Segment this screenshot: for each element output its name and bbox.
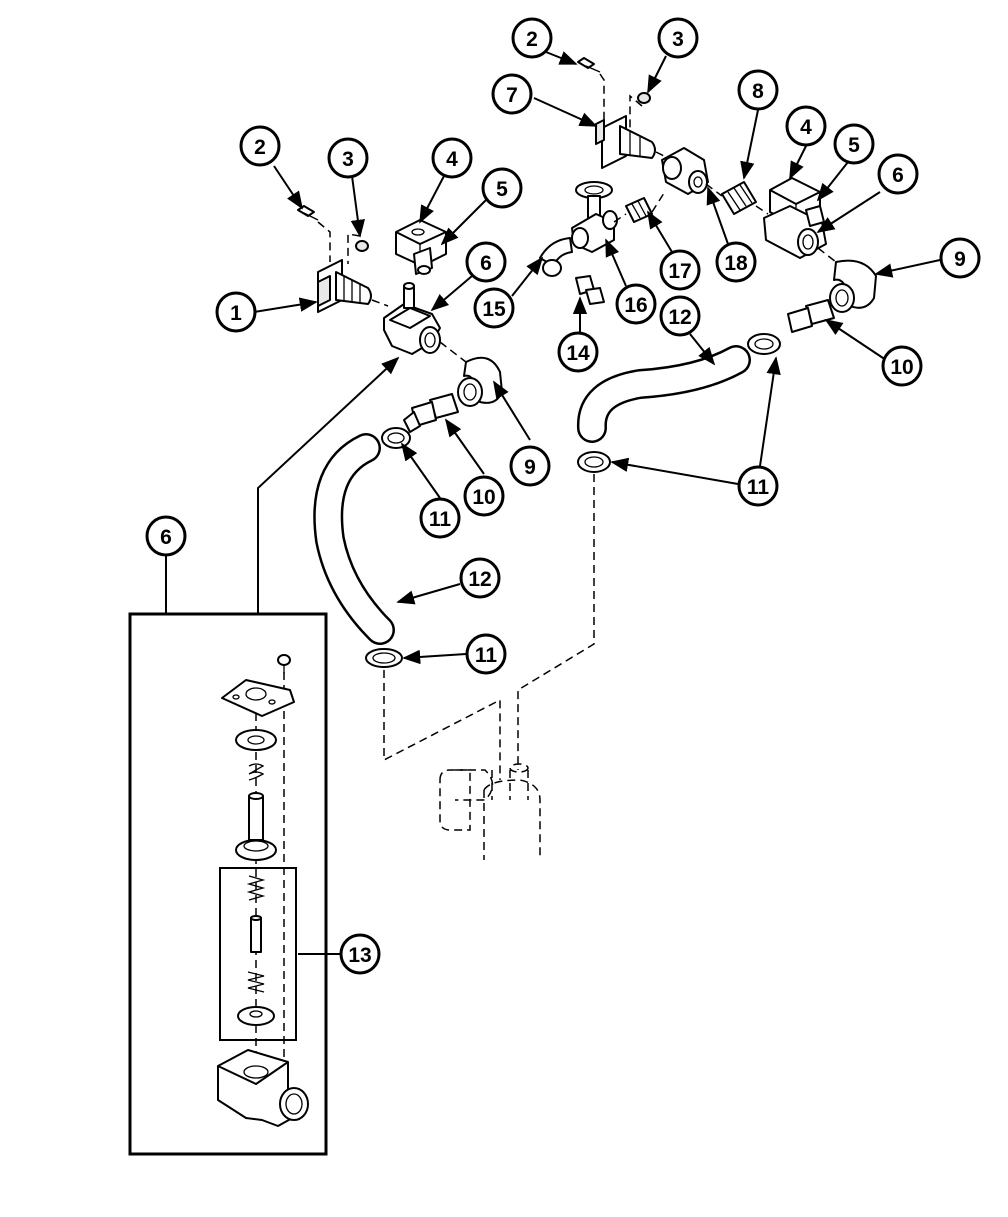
detail-kit-disc [237,1006,275,1026]
svg-text:12: 12 [468,568,491,591]
callout-16: 16 [615,283,657,325]
callout-4-right: 4 [785,105,827,147]
callout-2-left: 2 [239,125,281,167]
svg-text:13: 13 [348,944,371,967]
leader-lines [165,51,941,955]
detail-small-spring [248,763,265,781]
clamp-part-11-left-bottom [365,648,403,668]
elbow-part-15 [539,237,573,277]
callout-10-right: 10 [881,345,923,387]
detail-screw [277,654,291,674]
svg-text:2: 2 [254,136,266,159]
svg-text:6: 6 [892,164,904,187]
svg-text:6: 6 [480,252,492,275]
callout-11-left-top: 11 [419,497,461,539]
shutoff-valve-part-16 [571,181,618,253]
bracket-part-7 [595,115,656,169]
callout-18: 18 [715,241,757,283]
valve-body-part-6-left [383,282,441,355]
callout-7: 7 [491,73,533,115]
callout-10-left: 10 [463,475,505,517]
clamp-part-11-right-bottom [577,451,611,473]
detail-kit-pin [250,915,262,953]
nipple-part-17 [625,197,653,223]
nut-part-3-left [355,240,369,252]
tee-part-18 [661,147,709,195]
svg-text:14: 14 [566,342,590,365]
barb-fitting-part-14 [575,275,605,305]
detail-kit-spring-bottom [247,971,265,993]
callout-12-left: 12 [459,557,501,599]
svg-text:11: 11 [747,476,770,499]
elbow-part-9-left [457,356,503,407]
callout-6-left: 6 [465,241,507,283]
callout-9-left: 9 [509,445,551,487]
detail-gasket [235,729,277,751]
svg-text:17: 17 [668,260,691,283]
svg-text:4: 4 [446,148,458,171]
right-valve-assembly [517,57,877,770]
svg-text:1: 1 [230,302,242,325]
svg-text:5: 5 [496,178,508,201]
barb-fitting-part-10-right [787,299,835,333]
svg-text:18: 18 [724,252,748,275]
svg-text:4: 4 [800,116,812,139]
svg-text:8: 8 [752,80,764,103]
hose-part-12-right [577,345,751,443]
svg-text:16: 16 [624,294,647,317]
callout-6-detail: 6 [145,515,187,557]
bracket-part-1 [317,259,372,313]
tub-inlet-phantom [439,763,541,860]
svg-text:10: 10 [890,356,913,379]
svg-text:12: 12 [668,306,691,329]
callout-2-right: 2 [511,17,553,59]
elbow-part-9-right [829,259,877,313]
hose-part-12-left [313,433,395,645]
callout-3-right: 3 [657,17,699,59]
callout-5-right: 5 [833,123,875,165]
detail-cover-plate [221,679,295,717]
svg-text:6: 6 [160,526,172,549]
svg-text:10: 10 [472,486,495,509]
detail-box-valve-6 [128,612,328,1156]
callout-15: 15 [473,287,515,329]
svg-text:5: 5 [848,134,860,157]
clamp-part-11-right-top [747,333,781,355]
svg-text:3: 3 [342,148,354,171]
left-valve-assembly [297,205,503,780]
detail-kit-spring-top [246,875,266,901]
detail-plunger [235,792,277,861]
svg-text:9: 9 [524,456,536,479]
svg-text:9: 9 [954,248,966,271]
svg-text:15: 15 [482,298,506,321]
callout-12-right: 12 [659,295,701,337]
callout-8: 8 [737,69,779,111]
nipple-part-8 [721,181,757,215]
callout-17: 17 [659,249,701,291]
barb-fitting-part-10-left [403,393,459,433]
solenoid-valve-part-4-5-6-right [763,177,827,259]
callout-6-right: 6 [877,153,919,195]
callout-11-right: 11 [737,465,779,507]
svg-text:2: 2 [526,28,538,51]
callout-14: 14 [557,331,599,373]
clamp-part-11-left-top [381,427,411,449]
callout-5-left: 5 [481,167,523,209]
callout-13: 13 [339,933,381,975]
svg-text:3: 3 [672,28,684,51]
callout-11-left-bottom: 11 [465,633,507,675]
nut-part-3-right [637,92,651,104]
callout-3-left: 3 [327,137,369,179]
svg-text:11: 11 [429,508,452,531]
callout-9-right: 9 [939,237,981,279]
callout-1: 1 [215,291,257,333]
callout-4-left: 4 [431,137,473,179]
screw-part-2-right [577,57,601,73]
svg-text:11: 11 [475,644,498,667]
detail-valve-body [217,1049,309,1127]
svg-text:7: 7 [506,84,518,107]
solenoid-part-4-left [395,219,447,275]
